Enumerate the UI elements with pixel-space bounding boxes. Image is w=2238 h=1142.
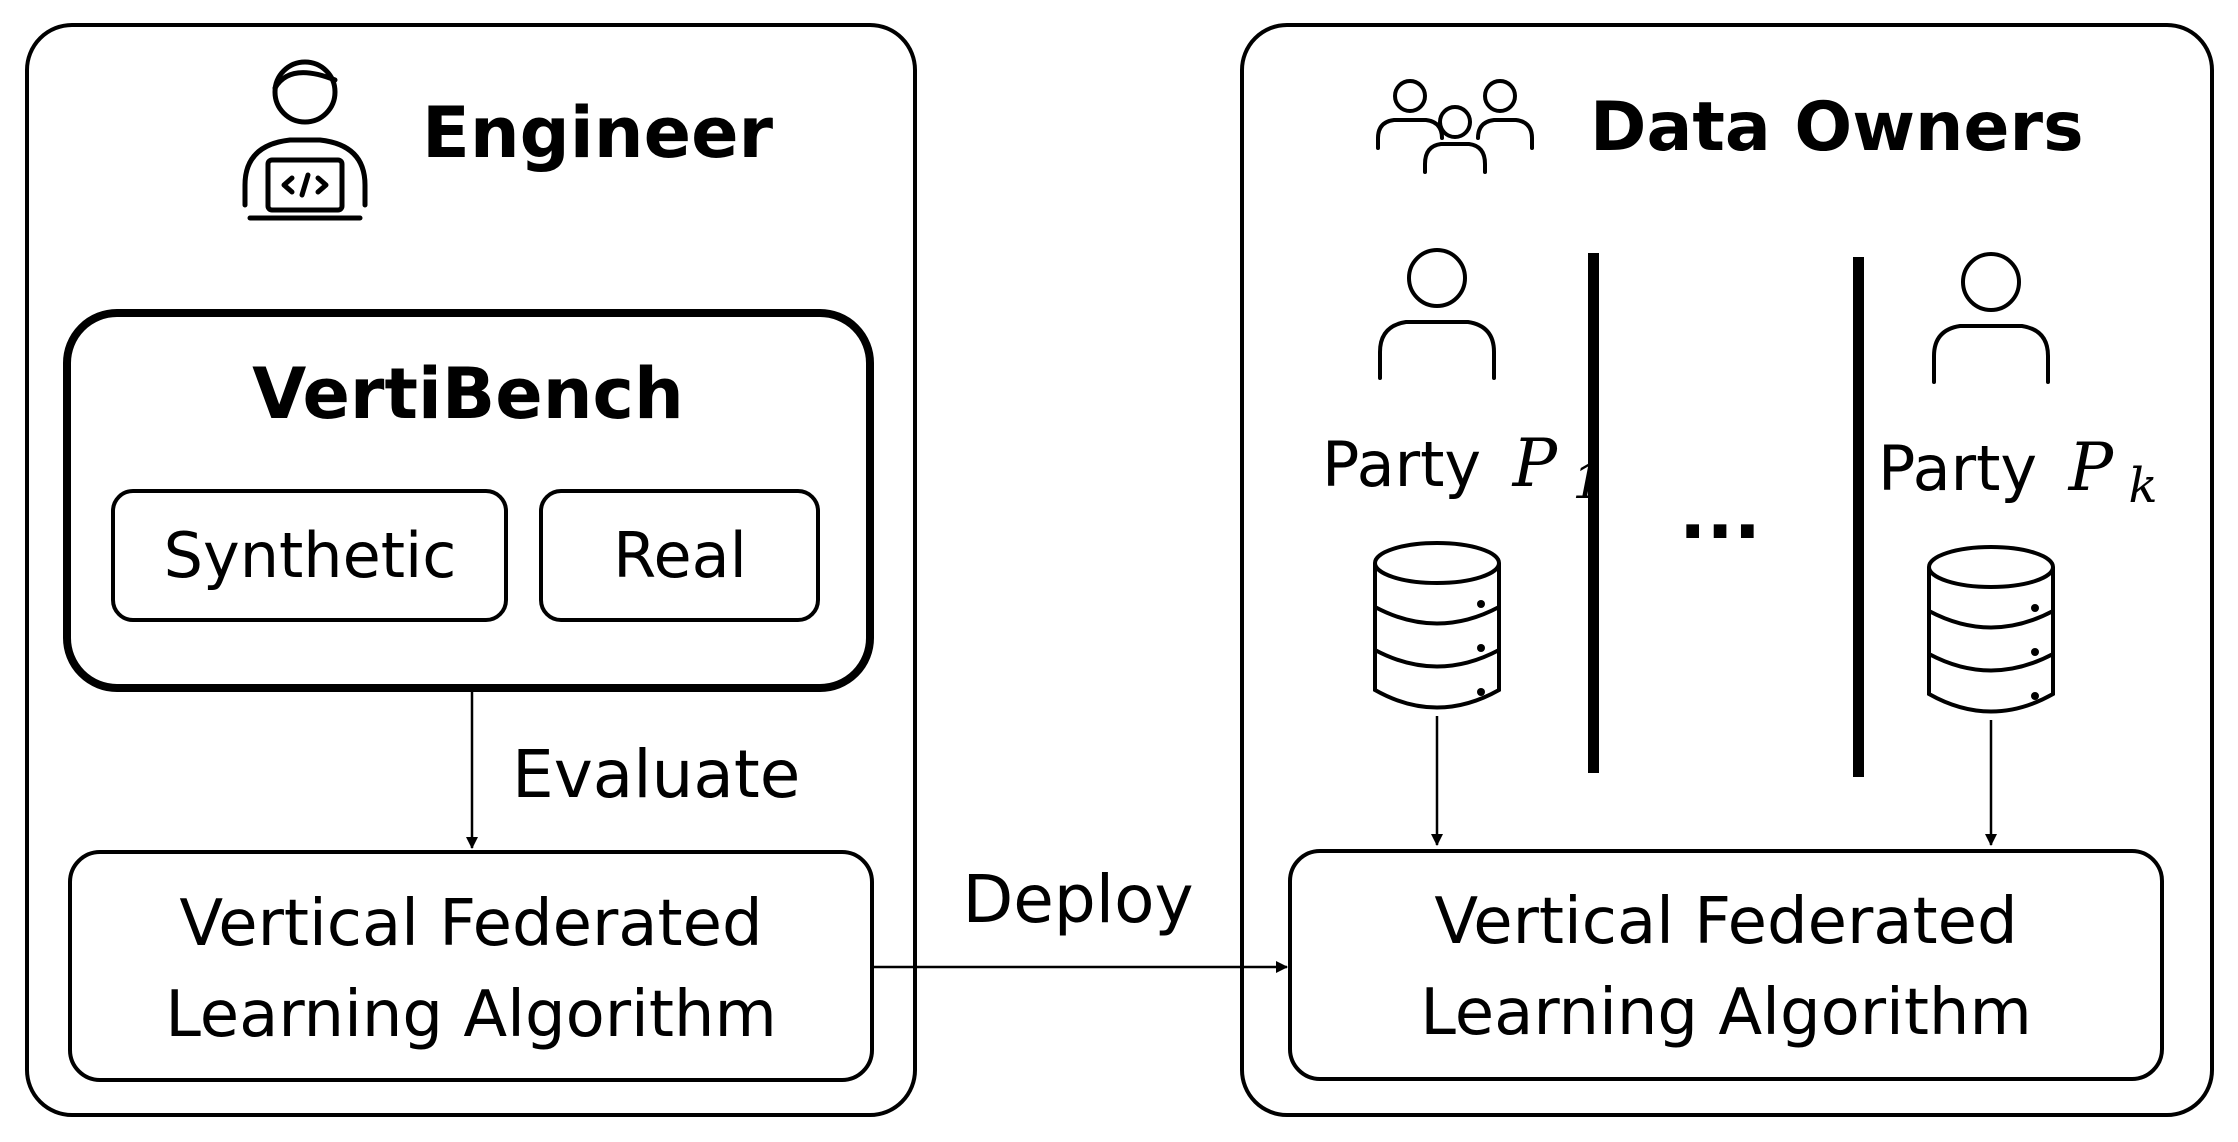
engineer-algorithm-box: Vertical Federated Learning Algorithm [68, 850, 874, 1082]
engineer-panel: Engineer VertiBench Synthetic Real Evalu… [25, 23, 917, 1117]
vertibench-box: VertiBench Synthetic Real [63, 309, 874, 692]
ellipsis: ... [1679, 471, 1761, 555]
vertibench-title: VertiBench [252, 353, 684, 435]
separator-right [1853, 257, 1864, 777]
real-dataset-box: Real [539, 489, 820, 622]
party-first-label: Party P 1 [1322, 425, 1603, 510]
engineer-title: Engineer [422, 92, 774, 174]
party-last-label: Party P k [1878, 429, 2158, 514]
database-icon [1927, 545, 2055, 714]
party-first: Party P 1 [1322, 248, 1603, 846]
owners-algorithm-line2: Learning Algorithm [1420, 976, 2032, 1050]
person-icon [1932, 252, 2050, 384]
group-people-icon [1376, 79, 1534, 174]
evaluate-label: Evaluate [512, 736, 800, 813]
engineer-laptop-icon [242, 59, 368, 221]
real-label: Real [613, 519, 747, 592]
separator-left [1588, 253, 1599, 773]
synthetic-label: Synthetic [164, 519, 457, 592]
engineer-algorithm-line2: Learning Algorithm [165, 978, 777, 1052]
database-icon [1373, 541, 1501, 710]
party-last: Party P k [1878, 252, 2158, 846]
data-owners-title: Data Owners [1590, 88, 2084, 167]
synthetic-dataset-box: Synthetic [111, 489, 508, 622]
owners-algorithm-box: Vertical Federated Learning Algorithm [1288, 849, 2164, 1081]
data-owners-panel: Data Owners Party P 1 [1240, 23, 2214, 1117]
engineer-algorithm-line1: Vertical Federated [179, 887, 762, 961]
deploy-label: Deploy [962, 861, 1193, 938]
person-icon [1378, 248, 1496, 380]
owners-algorithm-line1: Vertical Federated [1434, 885, 2017, 959]
